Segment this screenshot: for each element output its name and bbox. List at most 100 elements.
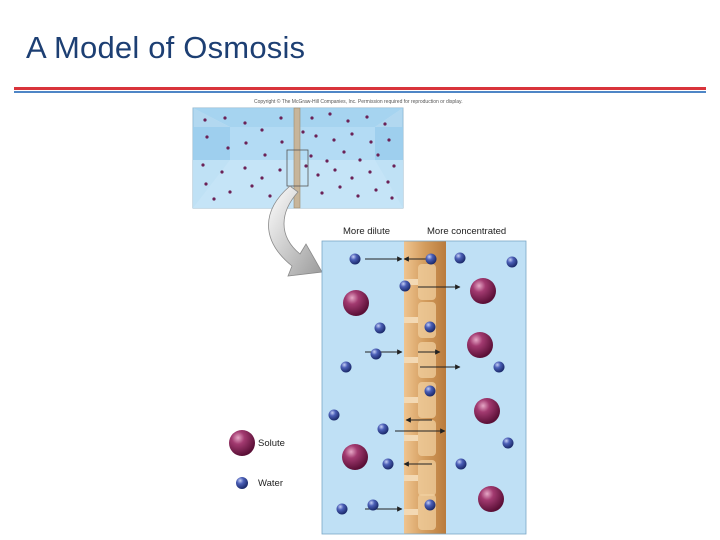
water-molecule: [493, 361, 505, 373]
water-molecule: [340, 361, 352, 373]
water-molecule: [454, 252, 466, 264]
beaker-solute-dot: [204, 182, 208, 186]
water-molecule: [336, 503, 348, 515]
water-molecule: [399, 280, 411, 292]
beaker-solute-dot: [328, 112, 332, 116]
beaker-solute-dot: [250, 184, 254, 188]
beaker-solute-dot: [243, 166, 247, 170]
membrane-channel: [418, 342, 436, 378]
beaker-solute-dot: [374, 188, 378, 192]
beaker-solute-dot: [201, 163, 205, 167]
beaker-solute-dot: [263, 153, 267, 157]
zoom-region: [286, 149, 309, 187]
dilute-side: [322, 241, 404, 534]
water-molecule: [424, 499, 436, 511]
beaker: [192, 107, 404, 209]
water-molecule: [455, 458, 467, 470]
beaker-solute-dot: [203, 118, 207, 122]
beaker-solute-dot: [376, 153, 380, 157]
slide-title: A Model of Osmosis: [26, 30, 306, 65]
membrane-seam: [404, 317, 418, 323]
membrane-channel: [418, 460, 436, 496]
beaker-solute-dot: [309, 154, 313, 158]
beaker-solute-dot: [301, 130, 305, 134]
beaker-solute-dot: [260, 176, 264, 180]
beaker-solute-dot: [316, 173, 320, 177]
beaker-solute-dot: [346, 119, 350, 123]
solute-particle: [478, 486, 504, 512]
beaker-solute-dot: [356, 194, 360, 198]
beaker-solute-dot: [304, 164, 308, 168]
water-molecule: [382, 458, 394, 470]
water-molecule: [349, 253, 361, 265]
beaker-solute-dot: [369, 140, 373, 144]
beaker-solute-dot: [310, 116, 314, 120]
membrane-seam: [404, 357, 418, 363]
membrane-channel: [418, 494, 436, 530]
beaker-solute-dot: [244, 141, 248, 145]
beaker-solute-dot: [243, 121, 247, 125]
beaker-solute-dot: [325, 159, 329, 163]
water-molecule: [425, 253, 437, 265]
membrane-seam: [404, 475, 418, 481]
beaker-solute-dot: [205, 135, 209, 139]
membrane-seam: [404, 279, 418, 285]
beaker-solute-dot: [280, 140, 284, 144]
water-molecule: [367, 499, 379, 511]
beaker-solute-dot: [320, 191, 324, 195]
beaker-solute-dot: [333, 168, 337, 172]
membrane-channel: [418, 420, 436, 456]
beaker-solute-dot: [338, 185, 342, 189]
beaker-solute-dot: [223, 116, 227, 120]
beaker-solute-dot: [332, 138, 336, 142]
beaker-solute-dot: [392, 164, 396, 168]
beaker-solute-dot: [228, 190, 232, 194]
solute-particle: [467, 332, 493, 358]
membrane-seam: [404, 509, 418, 515]
label-more-dilute: More dilute: [343, 226, 390, 237]
beaker-solute-dot: [260, 128, 264, 132]
solute-particle: [474, 398, 500, 424]
water-molecule: [370, 348, 382, 360]
beaker-solute-dot: [350, 132, 354, 136]
zoom-arrow: [268, 185, 323, 277]
panel-border: [321, 240, 527, 535]
title-underline-red: [14, 87, 706, 90]
water-molecule: [502, 437, 514, 449]
title-underline-blue: [14, 91, 706, 93]
legend-solute-label: Solute: [258, 438, 285, 449]
beaker-solute-dot: [365, 115, 369, 119]
membrane-channel: [418, 302, 436, 338]
beaker-solute-dot: [368, 170, 372, 174]
beaker-solute-dot: [358, 158, 362, 162]
water-molecule: [424, 321, 436, 333]
beaker-solute-dot: [390, 196, 394, 200]
beaker-solute-dot: [226, 146, 230, 150]
beaker-solutes: [201, 112, 396, 201]
membrane-channel: [418, 264, 436, 300]
panel-particles: [328, 252, 518, 515]
membrane-seam: [404, 397, 418, 403]
legend-solute-icon: [229, 430, 255, 456]
beaker-solute-dot: [383, 122, 387, 126]
beaker-solute-dot: [268, 194, 272, 198]
beaker-solute-dot: [212, 197, 216, 201]
beaker-solute-dot: [279, 116, 283, 120]
beaker-solute-dot: [386, 180, 390, 184]
legend-water-icon: [236, 477, 248, 489]
solute-particle: [343, 290, 369, 316]
beaker-solute-dot: [278, 168, 282, 172]
label-more-concentrated: More concentrated: [427, 226, 507, 237]
water-molecule: [377, 423, 389, 435]
beaker-solute-dot: [350, 176, 354, 180]
beaker-solute-dot: [342, 150, 346, 154]
water-molecule: [506, 256, 518, 268]
legend-water-label: Water: [258, 478, 283, 489]
beaker-solute-dot: [220, 170, 224, 174]
solute-particle: [342, 444, 368, 470]
beaker-membrane: [293, 107, 301, 209]
solute-particle: [470, 278, 496, 304]
water-molecule: [374, 322, 386, 334]
magnified-view: [321, 240, 527, 535]
